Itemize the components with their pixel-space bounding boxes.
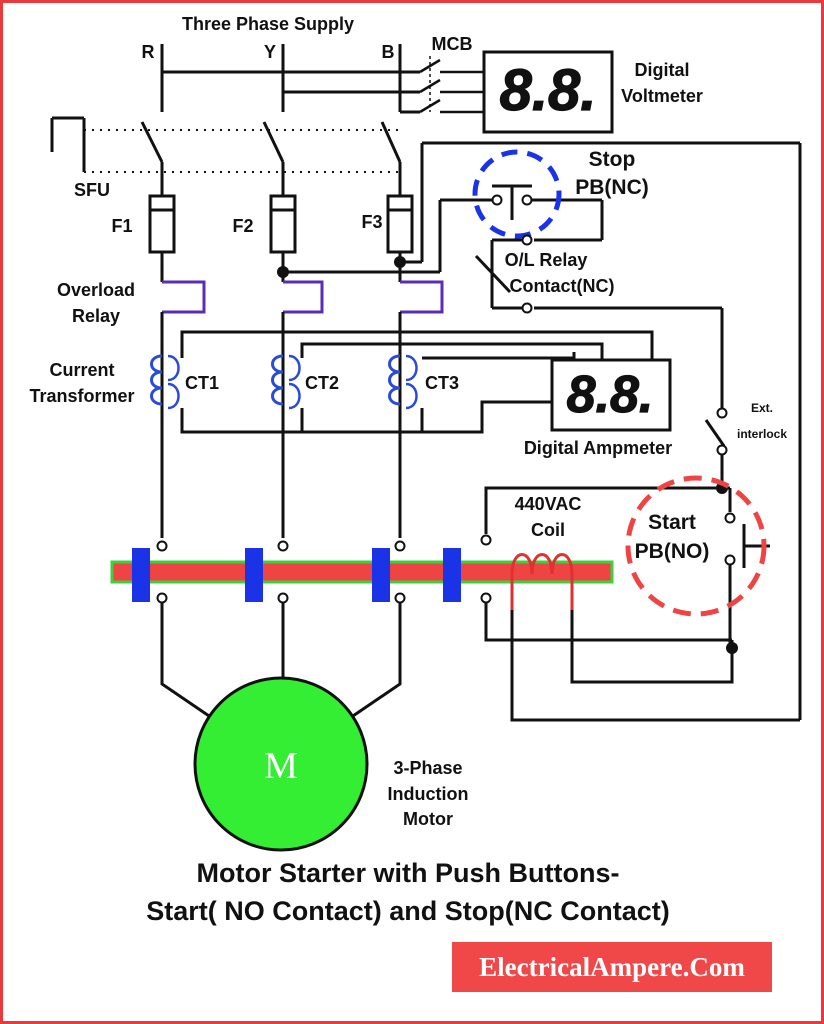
coil-label-1: 440VAC [515, 494, 582, 514]
fuses [148, 194, 414, 254]
junction-dot [277, 266, 289, 278]
ct-label-1: Current [49, 360, 114, 380]
ct1-label: CT1 [185, 373, 219, 393]
ct2-label: CT2 [305, 373, 339, 393]
ct-label-2: Transformer [29, 386, 134, 406]
phase-downlines [160, 312, 402, 538]
ct2-coil [271, 354, 284, 406]
stop-terminal [521, 194, 533, 206]
fuse-f1-label: F1 [111, 216, 132, 236]
stop-terminal [491, 194, 503, 206]
motor-label-3: Motor [403, 809, 453, 829]
motor-label-2: Induction [388, 784, 469, 804]
ct3-coil [388, 354, 401, 406]
phase-r-label: R [142, 42, 155, 62]
supply-buses [160, 44, 420, 114]
start-terminal [724, 554, 736, 566]
contactor-coil [510, 553, 574, 610]
ct3-label: CT3 [425, 373, 459, 393]
phase-y-label: Y [264, 42, 276, 62]
ampmeter-display: 8.8. [567, 366, 654, 424]
sfu-label: SFU [74, 180, 110, 200]
overload-relay [162, 280, 444, 314]
fuse-f3-label: F3 [361, 212, 382, 232]
voltmeter-box [482, 50, 614, 134]
start-label-1: Start [648, 511, 696, 534]
ol-relay-contact [474, 238, 724, 408]
overload-label-2: Relay [72, 306, 120, 326]
fuse-f1 [148, 194, 176, 254]
brand-box [452, 942, 772, 992]
olrelay-label-2: Contact(NC) [510, 276, 615, 296]
ct1-coil [150, 354, 163, 406]
sfu-switch [50, 116, 402, 196]
mcb-label: MCB [432, 34, 473, 54]
fuse-f2 [269, 194, 297, 254]
ol-terminal [521, 234, 533, 246]
start-pb-highlight [625, 475, 767, 617]
olrelay-label-1: O/L Relay [505, 250, 588, 270]
current-transformers [150, 354, 418, 410]
fuse-f2-label: F2 [232, 216, 253, 236]
supply-title: Three Phase Supply [182, 14, 354, 34]
caption-line-2: Start( NO Contact) and Stop(NC Contact) [146, 896, 669, 926]
sfu-linkage [84, 129, 400, 173]
voltmeter-label-1: Digital [634, 60, 689, 80]
overload-label-1: Overload [57, 280, 135, 300]
contact-terminals [156, 534, 492, 604]
stop-label-2: PB(NC) [575, 176, 649, 199]
stop-pushbutton [492, 184, 604, 242]
junction-dot [726, 642, 738, 654]
mcb-switch [419, 56, 484, 114]
phase-b-label: B [382, 42, 395, 62]
ampmeter-label: Digital Ampmeter [524, 438, 672, 458]
start-label-2: PB(NO) [635, 540, 710, 563]
start-terminal [724, 512, 736, 524]
brand-text: ElectricalAmpere.Com [479, 952, 745, 982]
stop-pb-highlight [472, 149, 562, 239]
fuse-f3 [386, 194, 414, 254]
contactor-contacts [132, 548, 461, 602]
motor-leads [160, 602, 402, 720]
ext-label-1: Ext. [751, 401, 773, 415]
ol-terminal [521, 302, 533, 314]
junction-dot [394, 256, 406, 268]
contactor-bar [110, 560, 614, 584]
interlock-terminal [716, 407, 728, 419]
ext-label-2: interlock [737, 427, 787, 441]
voltmeter-display: 8.8. [500, 58, 597, 123]
motor-symbol [193, 676, 369, 852]
motor-letter: M [264, 745, 298, 787]
interlock-terminal [716, 444, 728, 456]
ct-secondary-wiring [180, 330, 654, 434]
coil-label-2: Coil [531, 520, 565, 540]
motor-label-1: 3-Phase [393, 758, 462, 778]
stop-label-1: Stop [589, 148, 636, 171]
caption-line-1: Motor Starter with Push Buttons- [197, 858, 620, 888]
ampmeter-box [550, 358, 672, 432]
voltmeter-label-2: Voltmeter [621, 86, 703, 106]
